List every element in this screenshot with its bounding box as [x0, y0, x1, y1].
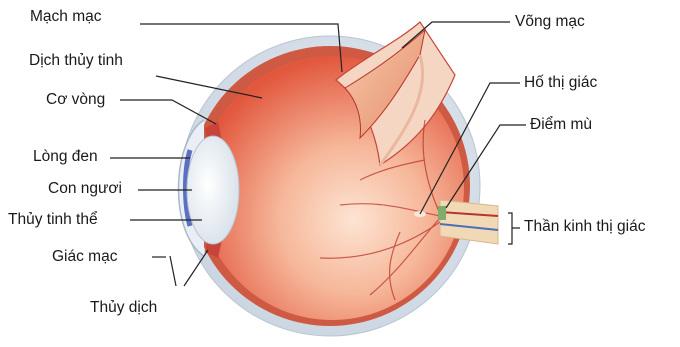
leader-thuy-dich — [170, 256, 176, 286]
label-ho-thi-giac: Hố thị giác — [524, 74, 597, 92]
lens-shape — [187, 136, 239, 244]
label-thuy-dich: Thủy dịch — [90, 299, 157, 317]
optic-nerve-shape — [440, 200, 498, 244]
label-vong-mac: Võng mạc — [515, 13, 585, 31]
label-giac-mac: Giác mạc — [52, 248, 117, 266]
label-co-vong: Cơ vòng — [46, 91, 105, 109]
label-long-den: Lòng đen — [33, 148, 98, 166]
leader-than-kinh — [508, 213, 520, 244]
label-con-nguoi: Con ngươi — [48, 180, 122, 198]
label-diem-mu: Điểm mù — [530, 116, 592, 134]
label-than-kinh-thi-giac: Thần kinh thị giác — [524, 218, 646, 236]
blind-spot-mark — [438, 206, 446, 220]
label-mach-mac: Mạch mạc — [30, 8, 102, 26]
label-dich-thuy-tinh: Dịch thủy tinh — [29, 52, 123, 70]
label-thuy-tinh-the: Thủy tinh thể — [8, 211, 98, 229]
